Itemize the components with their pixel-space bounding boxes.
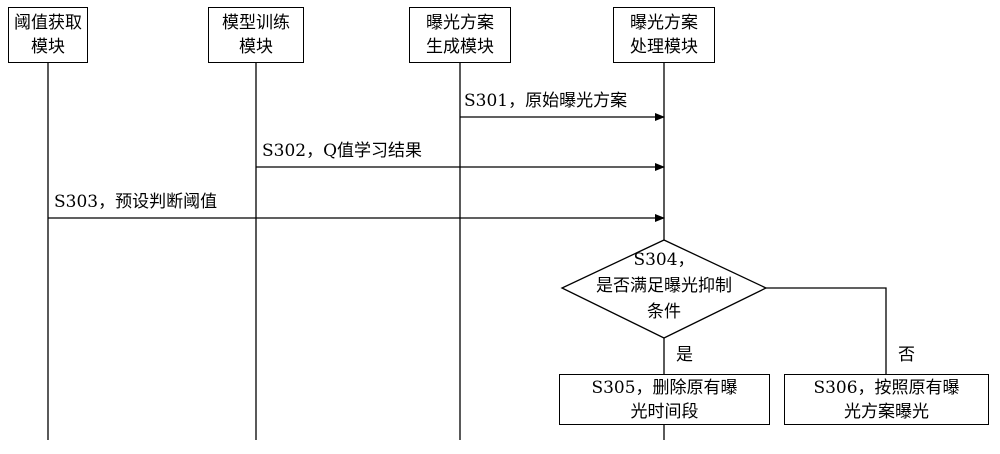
- decision-line3: 条件: [647, 302, 681, 322]
- branch-no-line: [766, 287, 887, 374]
- module-line1: 曝光方案: [426, 13, 494, 33]
- branch-yes-label: 是: [676, 345, 693, 365]
- decision-diamond: [560, 239, 768, 339]
- result-line2: 光时间段: [630, 401, 699, 422]
- result-line1: S305，删除原有曝: [591, 377, 738, 398]
- result-s306-box: S306，按照原有曝 光方案曝光: [784, 374, 989, 425]
- module-line1: 阈值获取: [14, 13, 82, 33]
- message-s301-label: S301，原始曝光方案: [464, 91, 628, 111]
- module-line2: 模块: [31, 37, 65, 57]
- module-line1: 模型训练: [222, 13, 290, 33]
- message-s302-label: S302，Q值学习结果: [262, 141, 423, 161]
- decision-line1: S304，: [633, 250, 695, 270]
- module-line1: 曝光方案: [630, 13, 698, 33]
- result-s305-box: S305，删除原有曝 光时间段: [559, 374, 770, 425]
- module-exposure-generation: 曝光方案 生成模块: [409, 7, 511, 63]
- decision-text: S304， 是否满足曝光抑制 条件: [564, 247, 764, 325]
- module-line2: 生成模块: [426, 37, 494, 57]
- result-line1: S306，按照原有曝: [813, 377, 960, 398]
- decision-line2: 是否满足曝光抑制: [596, 276, 732, 296]
- module-threshold-acquisition: 阈值获取 模块: [8, 7, 88, 63]
- module-model-training: 模型训练 模块: [208, 7, 304, 63]
- result-line2: 光方案曝光: [844, 401, 929, 422]
- module-line2: 模块: [239, 37, 273, 57]
- module-exposure-processing: 曝光方案 处理模块: [613, 7, 715, 63]
- module-line2: 处理模块: [630, 37, 698, 57]
- message-s303-label: S303，预设判断阈值: [54, 192, 218, 212]
- branch-no-label: 否: [898, 345, 915, 365]
